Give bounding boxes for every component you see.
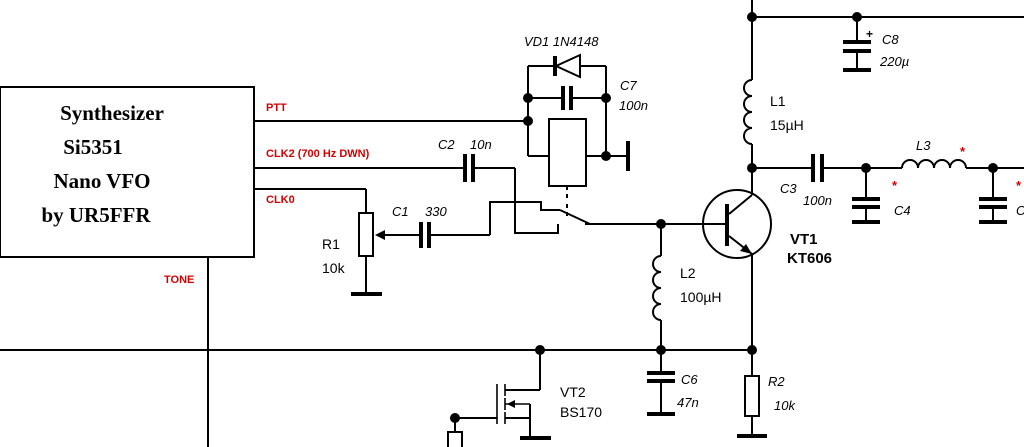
r2-value: 10k	[774, 398, 796, 413]
l3-star: *	[960, 144, 966, 159]
block-title-line3: Nano VFO	[53, 169, 150, 193]
transistor-vt2: VT2 BS170	[447, 350, 602, 447]
c2-label: C2	[438, 137, 455, 152]
inductor-l1: L1 15µH	[743, 79, 804, 168]
c6-value: 47n	[677, 395, 699, 410]
c4-star: *	[892, 178, 898, 193]
c7-label: C7	[620, 78, 637, 93]
clk2-label: CLK2 (700 Hz DWN)	[266, 148, 370, 160]
block-title-line4: by UR5FFR	[41, 203, 151, 227]
synthesizer-block: Synthesizer Si5351 Nano VFO by UR5FFR	[0, 86, 255, 258]
relay	[489, 98, 630, 235]
resistor-r1: R1 10k	[254, 188, 411, 296]
block-title-line2: Si5351	[63, 135, 123, 159]
capacitor-c1: C1 330	[392, 204, 490, 248]
l2-value: 100µH	[680, 289, 722, 305]
c1-value: 330	[425, 204, 447, 219]
c7-value: 100n	[619, 98, 648, 113]
c6-label: C6	[681, 372, 698, 387]
c8-plus-mark: +	[866, 27, 873, 41]
c1-label: C1	[392, 204, 409, 219]
r2-label: R2	[768, 374, 785, 389]
c8-label: C8	[882, 32, 899, 47]
c5-label: C	[1016, 203, 1024, 218]
c4-label: C4	[894, 203, 911, 218]
resistor-r2: R2 10k	[737, 350, 796, 438]
block-title-line1: Synthesizer	[60, 101, 164, 125]
capacitor-c5: * C	[979, 168, 1024, 224]
tone-label: TONE	[164, 274, 194, 286]
ptt-label: PTT	[266, 102, 287, 114]
c2-value: 10n	[470, 137, 492, 152]
capacitor-c8: + C8 220µ	[843, 17, 909, 72]
vt2-label: VT2	[560, 384, 586, 400]
clk0-label: CLK0	[266, 194, 295, 206]
c5-star: *	[1016, 178, 1022, 193]
vt2-type: BS170	[560, 404, 602, 420]
vt1-label: VT1	[790, 231, 818, 248]
r1-value: 10k	[322, 260, 346, 276]
c3-label: C3	[780, 181, 797, 196]
capacitor-c6: C6 47n	[647, 350, 699, 416]
bottom-rail	[0, 345, 757, 355]
capacitor-c4: * C4	[852, 168, 911, 224]
c8-value: 220µ	[879, 54, 909, 69]
l2-label: L2	[680, 265, 696, 281]
supply-rail	[747, 0, 1024, 80]
inductor-l2: L2 100µH	[652, 224, 722, 350]
vt1-type: KT606	[787, 250, 832, 267]
l1-label: L1	[770, 93, 786, 109]
l1-value: 15µH	[770, 117, 804, 133]
capacitor-c7: C7 100n	[523, 78, 648, 113]
vd1-label: VD1 1N4148	[524, 34, 599, 49]
r1-label: R1	[322, 236, 340, 252]
c3-value: 100n	[803, 193, 832, 208]
capacitor-c2: C2 10n	[254, 137, 515, 182]
l3-label: L3	[916, 138, 931, 153]
diode-vd1: VD1 1N4148	[524, 34, 607, 121]
